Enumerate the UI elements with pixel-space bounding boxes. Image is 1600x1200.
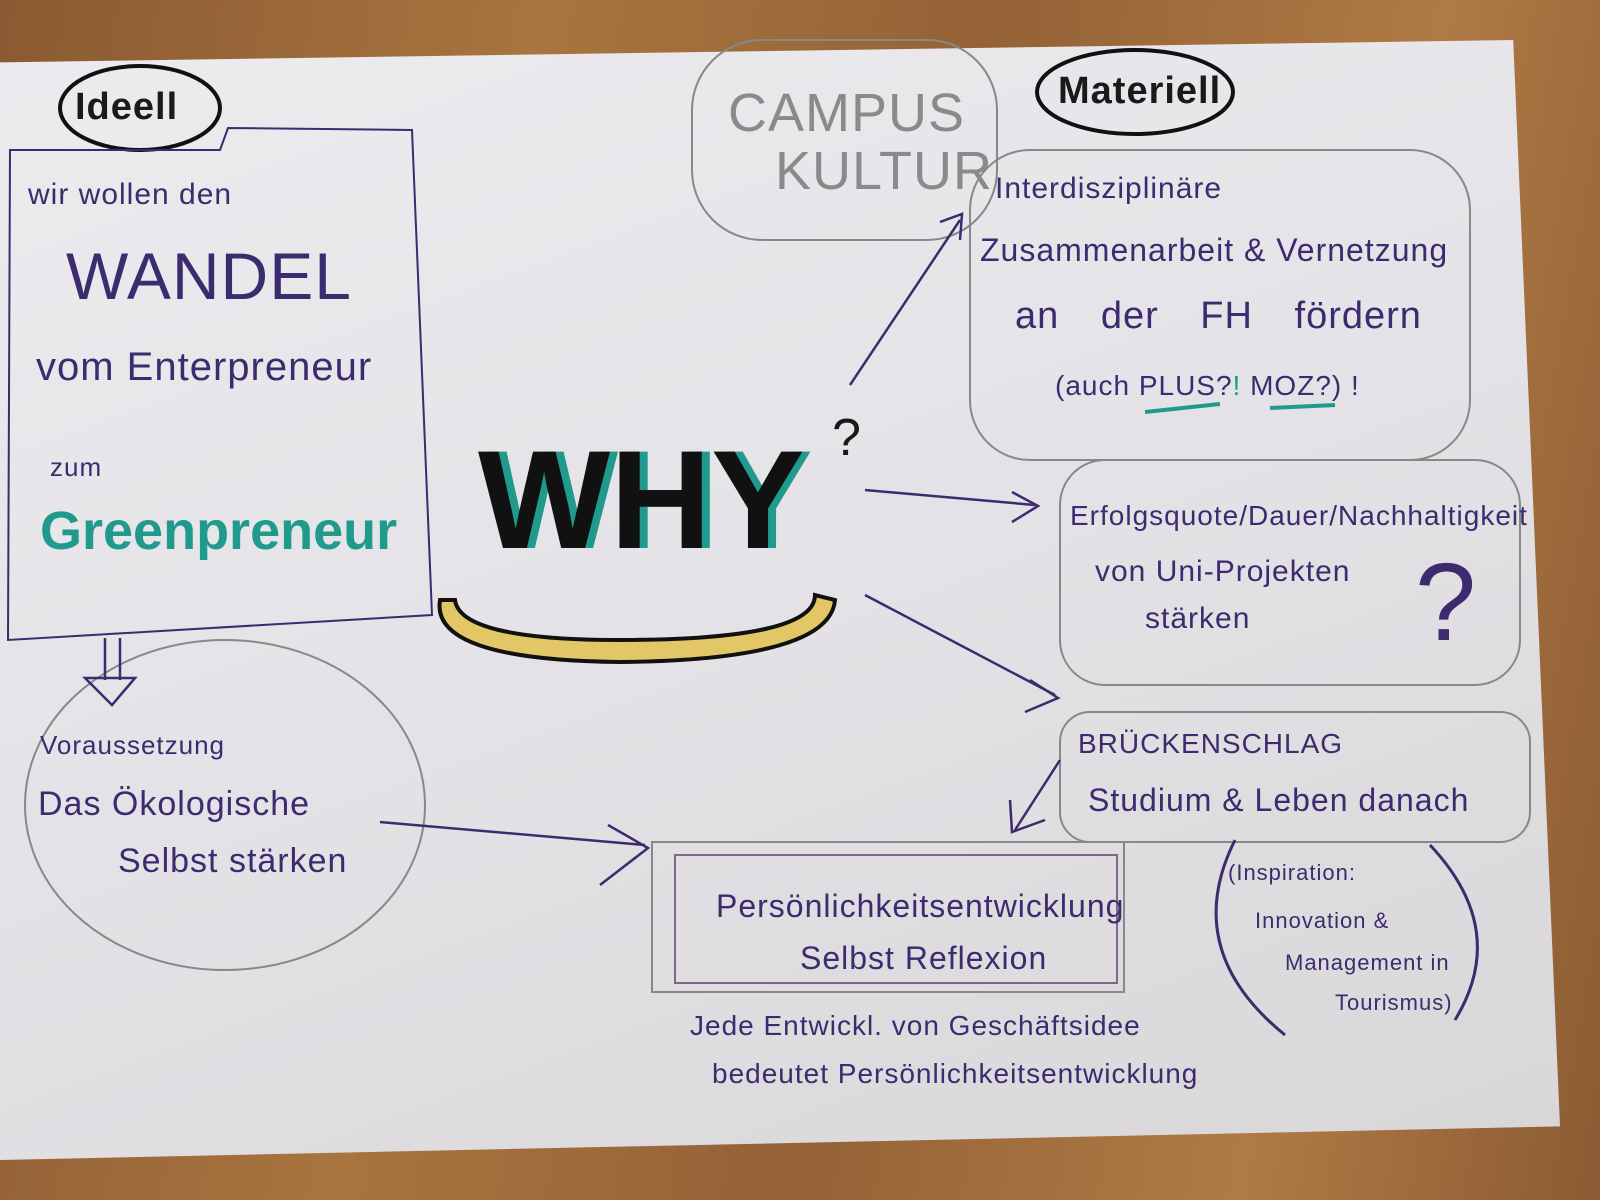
inspiration-line3: Management in [1285, 950, 1450, 975]
ideell-line3: vom Enterpreneur [36, 345, 373, 389]
why-underline [437, 592, 838, 665]
inspiration-line2: Innovation & [1255, 908, 1390, 933]
erfolgsquote-line3: stärken [1145, 602, 1251, 635]
inspiration-left-paren [1214, 839, 1286, 1037]
erfolgsquote-question-mark: ? [1415, 541, 1478, 664]
paper-sheet [0, 40, 1560, 1160]
brueckenschlag-title: BRÜCKENSCHLAG [1078, 728, 1344, 759]
persoenlichkeit-inner-box [674, 854, 1118, 984]
voraussetzung-line1: Voraussetzung [40, 730, 226, 760]
brueckenschlag-subtitle: Studium & Leben danach [1088, 782, 1470, 818]
voraussetzung-line2: Das Ökologische [38, 785, 311, 823]
voraussetzung-circle [24, 639, 426, 971]
why-question-mark: ? [832, 409, 862, 467]
brueckenschlag-box [1059, 711, 1531, 843]
footnote-line2: bedeutet Persönlichkeitsentwicklung [712, 1058, 1199, 1089]
campus-label: CAMPUS [728, 83, 966, 143]
materiell-label: Materiell [1058, 70, 1222, 112]
erfolgsquote-line2: von Uni-Projekten [1095, 555, 1351, 588]
exclamation: ! [1232, 370, 1242, 401]
ideell-line5: Greenpreneur [40, 501, 398, 561]
inspiration-right-paren [1428, 843, 1479, 1021]
voraussetzung-line3: Selbst stärken [118, 842, 348, 880]
materiell-oval [1035, 48, 1235, 136]
interdisziplinaer-line3: an der FH fördern [1015, 295, 1422, 337]
closing-text: ) ! [1331, 370, 1360, 401]
ideell-line4: zum [50, 452, 103, 482]
footnote-line1: Jede Entwickl. von Geschäftsidee [690, 1010, 1141, 1041]
why-title: WHY [478, 421, 805, 578]
moz-underline [1269, 403, 1336, 410]
ideell-line2: WANDEL [66, 239, 352, 313]
ideell-box [6, 126, 434, 642]
interdisziplinaer-line4: (auch PLUS?! MOZ?) ! [1055, 370, 1360, 402]
plus-text: PLUS? [1138, 370, 1233, 401]
moz-text: MOZ? [1250, 370, 1332, 401]
arrows [81, 212, 1062, 886]
erfolgsquote-box [1059, 459, 1521, 686]
plus-underline [1144, 402, 1221, 414]
kultur-label: KULTUR [775, 141, 994, 201]
persoenlichkeit-line1: Persönlichkeitsentwicklung [716, 888, 1125, 924]
persoenlichkeit-box [651, 841, 1125, 993]
inspiration-line4: Tourismus) [1335, 990, 1453, 1015]
campus-kultur-bubble [691, 39, 998, 241]
interdisziplinaer-line2: Zusammenarbeit & Vernetzung [980, 232, 1449, 268]
inspiration-line1: (Inspiration: [1228, 860, 1356, 885]
ideell-line1: wir wollen den [28, 178, 233, 211]
persoenlichkeit-line2: Selbst Reflexion [800, 940, 1048, 976]
interdisziplinaer-line1: Interdisziplinäre [995, 172, 1223, 205]
erfolgsquote-line1: Erfolgsquote/Dauer/Nachhaltigkeit [1070, 500, 1528, 531]
auch-text: (auch [1055, 370, 1131, 401]
ideell-label: Ideell [75, 86, 179, 128]
